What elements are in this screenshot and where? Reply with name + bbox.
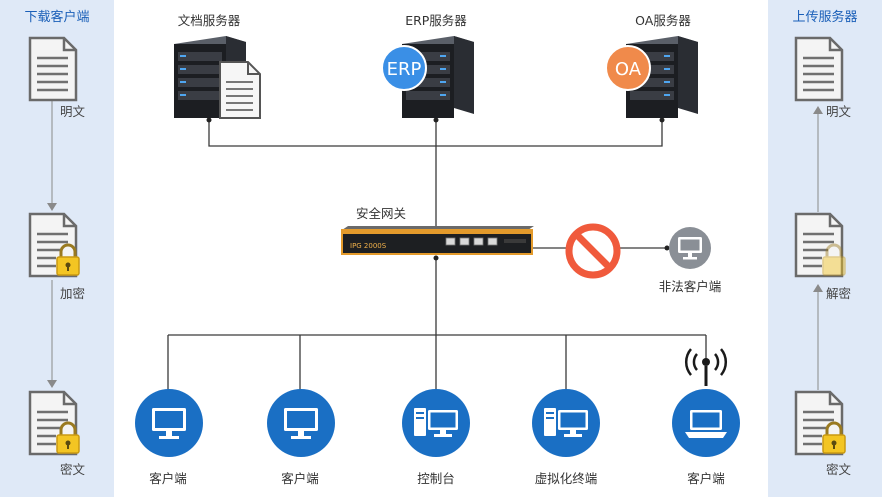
security-gateway-device: IPG 2000S [341, 226, 534, 255]
oa-server-label: OA服务器 [635, 13, 691, 28]
right-panel-title: 上传服务器 [792, 10, 858, 25]
erp-badge-circle [381, 45, 427, 91]
left-step-plaintext-label: 明文 [60, 104, 86, 119]
left-panel-title: 下载客户端 [24, 10, 90, 25]
client-1-label: 客户端 [149, 471, 187, 486]
block-icon [565, 223, 621, 279]
right-step-decrypt-label: 解密 [826, 286, 852, 301]
oa-badge-circle [605, 45, 651, 91]
monitor-icon [284, 408, 318, 439]
left-step-ciphertext-label: 密文 [60, 462, 86, 477]
left-panel: 下载客户端 明文 加密 密 [0, 0, 114, 497]
virtual-terminal [532, 389, 600, 457]
right-panel: 上传服务器 明文 解密 [768, 0, 882, 497]
decrypted-document-icon [794, 212, 846, 278]
virtual-terminal-label: 虚拟化终端 [534, 471, 598, 486]
encrypted-document-icon [28, 212, 80, 278]
client-3 [672, 389, 740, 457]
gateway-device-text: IPG 2000S [350, 242, 387, 250]
document-icon [219, 61, 261, 119]
laptop-wifi-icon [685, 410, 727, 438]
document-server [174, 36, 261, 119]
oa-badge-text: OA [615, 59, 642, 80]
console-label: 控制台 [417, 471, 455, 486]
right-flow-arrows [813, 106, 823, 390]
client-3-label: 客户端 [687, 471, 725, 486]
erp-badge-text: ERP [387, 59, 422, 80]
ciphertext-document-icon [794, 390, 846, 456]
illegal-client-label: 非法客户端 [658, 279, 722, 294]
oa-server: OA [605, 36, 698, 118]
monitor-icon [152, 408, 186, 439]
left-flow-arrows [47, 100, 57, 388]
plain-document-icon [28, 36, 78, 102]
desktop-pc-icon [414, 408, 458, 437]
wifi-signal-icon [684, 348, 728, 386]
gateway-label: 安全网关 [356, 206, 407, 221]
left-step-encrypt-label: 加密 [60, 286, 86, 301]
client-2-label: 客户端 [281, 471, 319, 486]
erp-server: ERP [381, 36, 474, 118]
plain-document-icon [794, 36, 844, 102]
console [402, 389, 470, 457]
erp-server-label: ERP服务器 [405, 13, 467, 28]
desktop-pc-icon [544, 408, 588, 437]
client-1 [135, 389, 203, 457]
right-step-plaintext-label: 明文 [826, 104, 852, 119]
right-step-ciphertext-label: 密文 [826, 462, 852, 477]
client-2 [267, 389, 335, 457]
illegal-client-monitor-icon [669, 227, 711, 269]
document-server-label: 文档服务器 [177, 13, 241, 28]
ciphertext-document-icon [28, 390, 80, 456]
